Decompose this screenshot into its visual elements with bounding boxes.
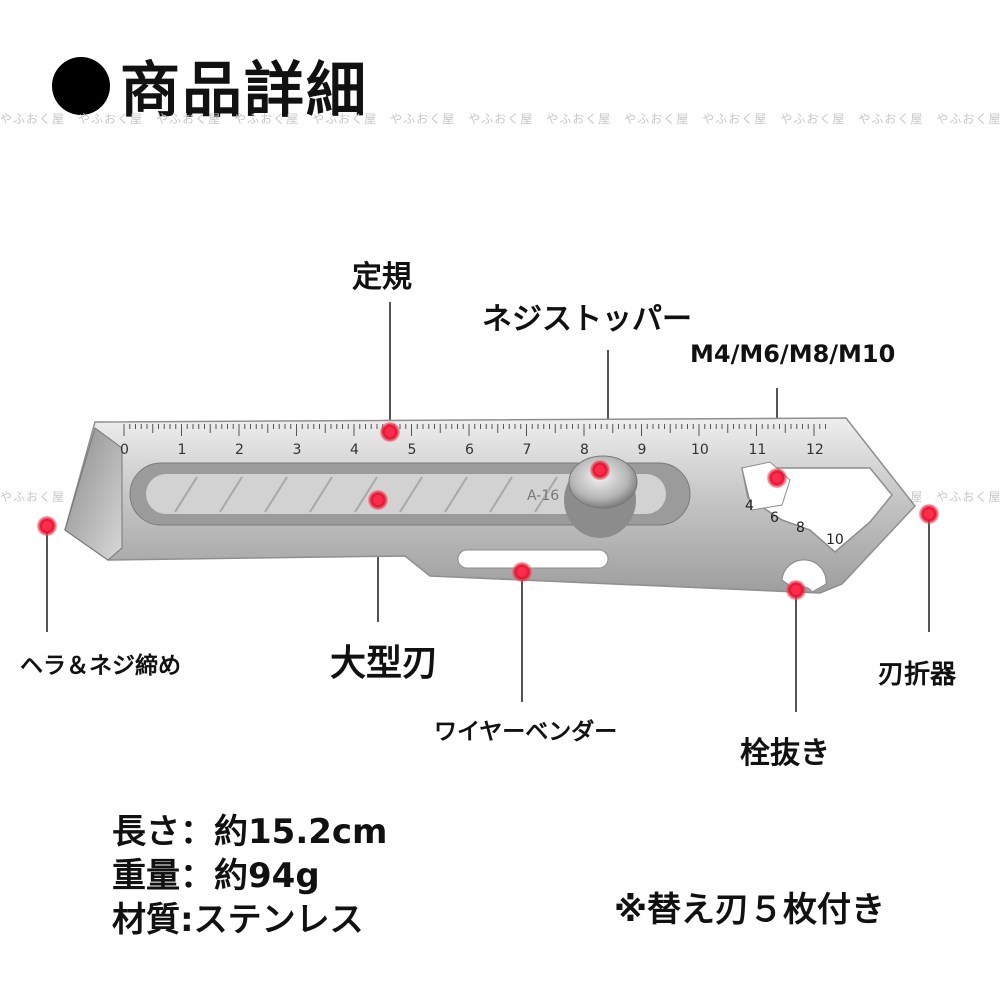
marker-spatula [37,516,57,536]
marker-blade-breaker [919,504,939,524]
ruler-number: 10 [691,442,709,458]
blade-tip [64,427,123,561]
spec-list: 長さ：約15.2cm 重量：約94g 材質:ステンレス [112,810,387,942]
marker-large-blade [368,490,388,510]
blade-segment-line [354,476,378,513]
page-title: 商品詳細 [52,42,368,129]
ruler-number: 0 [120,442,129,458]
watermark-row-top: やふおく屋 やふおく屋 やふおく屋 やふおく屋 やふおく屋 やふおく屋 やふおく… [0,112,1000,126]
ruler-number: 8 [580,442,589,458]
screw-stopper-knob [568,455,638,509]
ruler-number: 6 [465,442,474,458]
blade-segment-line [444,476,468,513]
blade-insert [146,474,666,514]
ruler-number: 4 [350,442,359,458]
blade-segment-lines [174,476,603,513]
blade-segment-line [174,476,198,513]
ruler-number: 3 [293,442,302,458]
ruler-number: 11 [749,442,767,458]
spec-weight: 重量：約94g [112,856,320,896]
label-blade-breaker: 刃折器 [878,660,957,690]
ruler-number: 2 [235,442,244,458]
label-wire-bender: ワイヤーベンダー [434,719,618,745]
marker-wire-bender [512,562,532,582]
blade-segment-line [264,476,288,513]
label-wrench-sizes: M4/M6/M8/M10 [690,340,896,368]
label-screw-stopper: ネジストッパー [482,302,692,337]
label-large-blade: 大型刃 [330,643,439,684]
ruler-number: 5 [408,442,417,458]
blade-segment-line [309,476,333,513]
wrench-size-numbers: 46 8 10 [745,498,844,548]
blade-segment-line [219,476,243,513]
marker-screw-stopper [590,460,610,480]
label-cotter-puller: 栓抜き [740,736,830,771]
ruler-number: 7 [523,442,532,458]
marker-wrench [767,468,787,488]
wrench-size-number: 8 [796,520,805,536]
marker-ruler [380,422,400,442]
label-spatula-screw: ヘラ＆ネジ締め [20,653,181,679]
wrench-size-number: 6 [770,510,779,526]
spec-material: 材質:ステンレス [112,900,364,940]
ruler-number: 1 [178,442,187,458]
blade-segment-line [399,476,423,513]
wrench-size-number: 10 [826,532,844,548]
marker-cotter-puller [786,580,806,600]
label-ruler: 定規 [352,260,412,295]
spec-length: 長さ：約15.2cm [112,812,388,852]
ruler-ticks [123,424,826,436]
page-title-text: 商品詳細 [120,56,368,126]
wrench-size-number: 4 [745,498,754,514]
ruler-number: 12 [806,442,824,458]
replacement-blades-note: ※替え刃５枚付き [614,890,886,930]
ruler-number: 9 [638,442,647,458]
wire-bender-slot [457,549,609,569]
title-bullet-icon [52,56,110,115]
blade-segment-line [534,476,558,513]
blade-segment-line [489,476,513,513]
model-mark: A-16 [527,488,559,504]
